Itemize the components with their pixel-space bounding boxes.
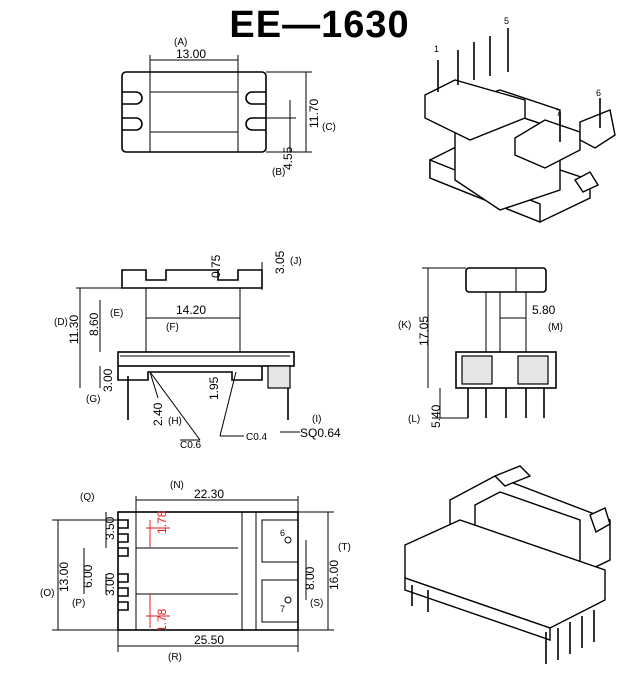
- dim-a-value: 13.00: [176, 47, 206, 61]
- dim-s-label: (S): [310, 598, 323, 609]
- iso-view-bottom: [404, 465, 611, 664]
- dim-e-value: 8.60: [87, 312, 101, 336]
- dim-f-value: 14.20: [176, 303, 206, 317]
- dim-k-label: (K): [398, 320, 411, 331]
- dim-c-value: 11.70: [307, 99, 321, 128]
- dim-d-label: (D): [54, 317, 68, 328]
- dim-i-value: SQ0.64: [300, 426, 341, 440]
- dim-n-value: 22.30: [194, 487, 224, 501]
- iso-pin-1: 1: [434, 44, 439, 54]
- dim-c-label: (C): [322, 122, 336, 133]
- bottom-pin-7: 7: [280, 604, 285, 614]
- iso-pin-5: 5: [504, 16, 509, 26]
- iso-pin-6: 6: [596, 88, 601, 98]
- dim-t-label: (T): [338, 542, 351, 553]
- dim-r-value: 25.50: [194, 633, 224, 647]
- iso-pin-7: 7: [556, 108, 561, 118]
- dim-s-value: 8.00: [303, 566, 317, 590]
- dim-178-top: 1.78: [155, 510, 169, 534]
- chamfer-c06: C0.6: [180, 440, 202, 451]
- dim-o-label: (O): [40, 588, 54, 599]
- dim-d-value: 11.30: [67, 315, 81, 344]
- top-view: (A) 13.00 11.70 (C) 4.55 (B): [121, 37, 336, 178]
- dim-178-bottom: 1.78: [155, 608, 169, 632]
- dim-b-value: 4.55: [281, 146, 295, 170]
- side-view: (K) 17.05 5.80 (M) 5.40 (L): [398, 267, 563, 428]
- dim-o-value: 13.00: [57, 562, 71, 592]
- dim-075-value: 0.75: [209, 254, 223, 278]
- dim-n-label: (N): [170, 480, 184, 491]
- dim-g-value: 3.00: [101, 368, 115, 392]
- dim-p-value: 3.00: [103, 572, 117, 596]
- dim-k-value: 17.05: [417, 316, 431, 346]
- dim-h-label: (H): [168, 416, 182, 427]
- dim-h-value: 2.40: [151, 402, 165, 426]
- dim-e-label: (E): [110, 308, 123, 319]
- bottom-pin-6: 6: [280, 528, 285, 538]
- dim-t-value: 16.00: [327, 560, 341, 590]
- bottom-view: 6 7 1.78 1.78 (N) 22.30 (Q) 3.50 (O) 13.…: [40, 480, 351, 663]
- iso-view-top: 1 5 7 6: [424, 16, 616, 224]
- dim-l-value: 5.40: [429, 404, 443, 428]
- dim-j-value: 3.05: [273, 250, 287, 274]
- dim-i-label: (I): [312, 414, 321, 425]
- dim-m-label: (M): [548, 322, 563, 333]
- dim-l-label: (L): [408, 414, 420, 425]
- dim-g-label: (G): [86, 394, 100, 405]
- front-view: 0.75 3.05 (J) (D) 11.30 8.60 (E) 14.20 (…: [54, 250, 341, 451]
- dim-195-value: 1.95: [207, 376, 221, 400]
- dim-m-value: 5.80: [532, 303, 556, 317]
- dim-q-value: 3.50: [103, 516, 117, 540]
- drawing-title: EE—1630: [229, 4, 410, 46]
- chamfer-c04: C0.4: [246, 432, 268, 443]
- dim-p-label: (P): [72, 598, 85, 609]
- dim-f-label: (F): [166, 322, 179, 333]
- dim-q-label: (Q): [80, 492, 94, 503]
- dim-600-value: 6.00: [81, 564, 95, 588]
- dim-j-label: (J): [290, 256, 302, 267]
- dim-a-label: (A): [174, 37, 187, 48]
- dim-r-label: (R): [168, 652, 182, 663]
- dim-b-label: (B): [272, 167, 285, 178]
